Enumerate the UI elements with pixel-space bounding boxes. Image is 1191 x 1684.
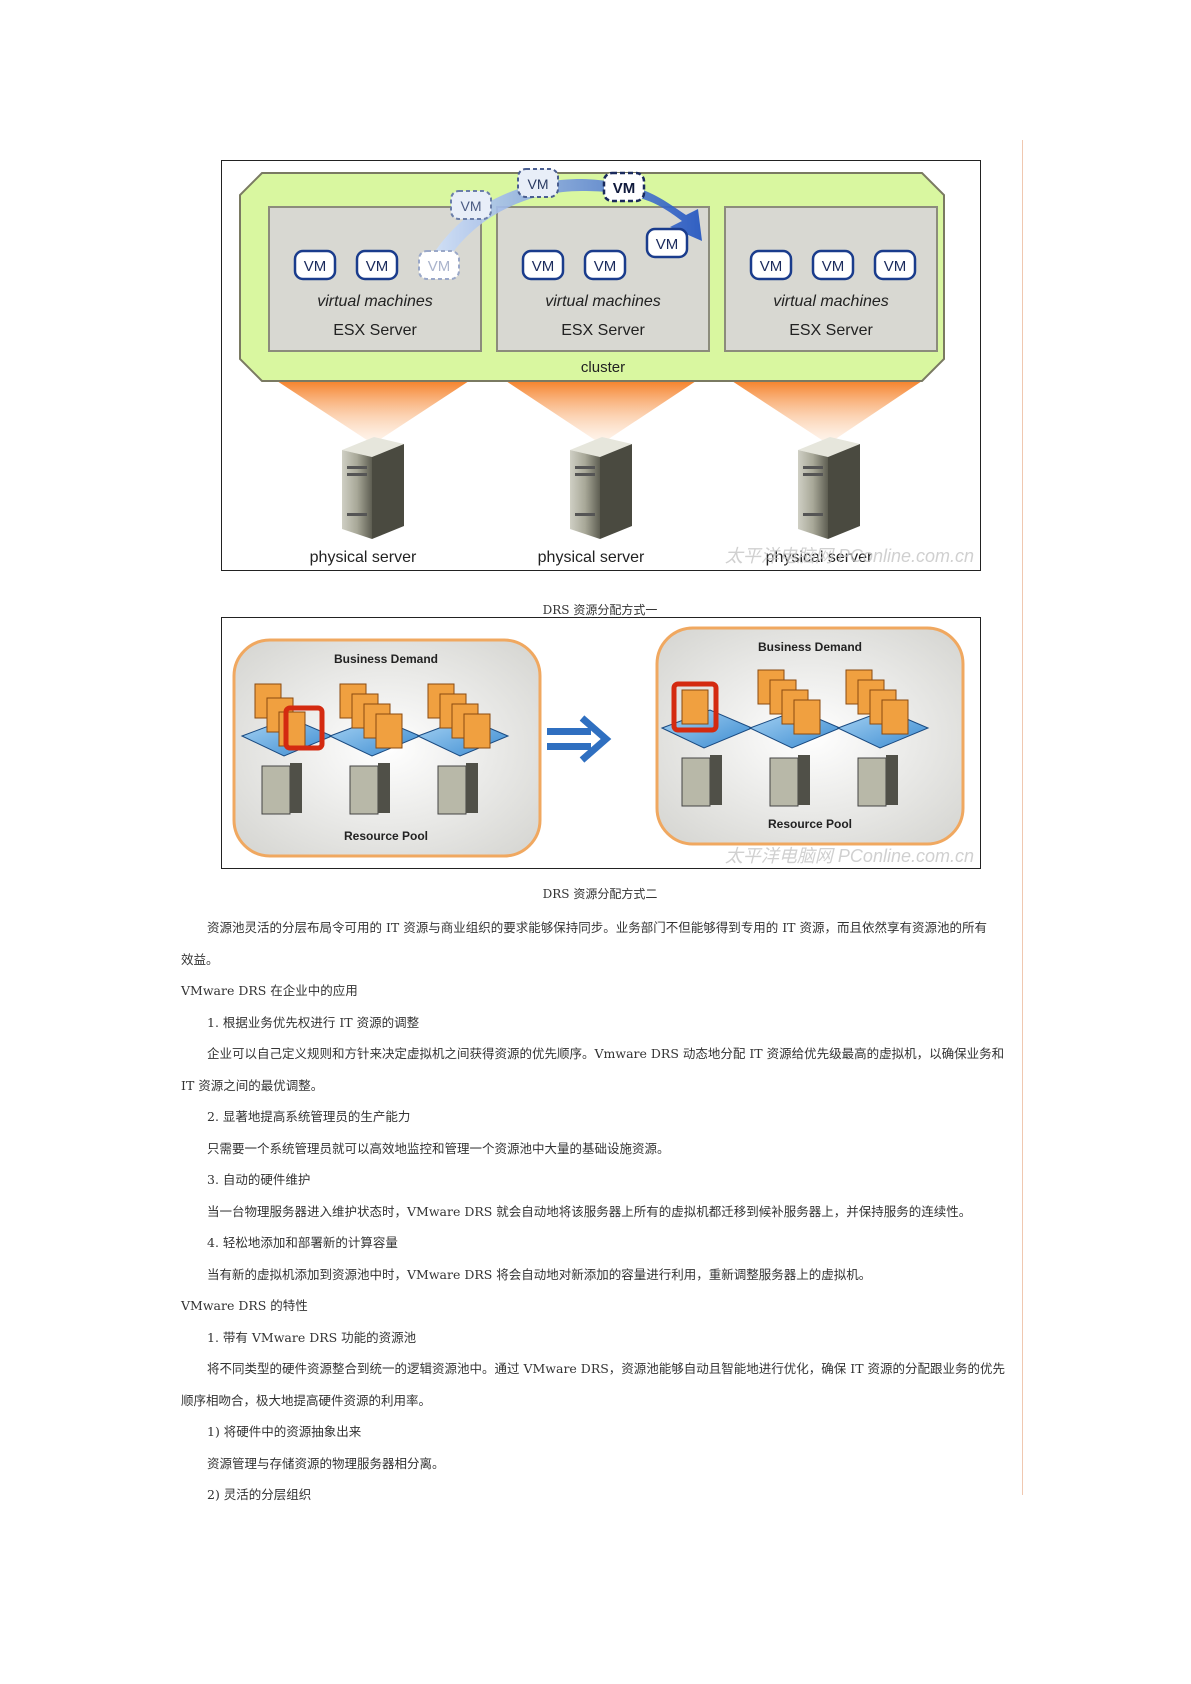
drs-figure-2: Business Demand Resource Pool Business D… [221,617,981,869]
svg-text:ESX Server: ESX Server [561,322,645,339]
figure-1-caption: DRS 资源分配方式一 [542,603,658,617]
svg-text:VM: VM [656,236,679,253]
svg-text:VM: VM [366,258,389,275]
stack-before-1 [240,683,334,815]
vm-icon-migrating [602,171,646,203]
figure-2-caption: DRS 资源分配方式二 [542,887,658,901]
svg-text:ESX Server: ESX Server [333,322,417,339]
svg-text:virtual machines: virtual machines [773,293,889,310]
svg-text:VM: VM [594,258,617,275]
physical-server-3 [798,437,860,539]
svg-text:VM: VM [528,176,549,192]
svg-text:VM: VM [760,258,783,275]
vm-icon [355,249,399,281]
svg-text:Business Demand: Business Demand [334,652,438,666]
svg-text:VM: VM [532,258,555,275]
svg-text:Resource Pool: Resource Pool [768,817,852,831]
paragraph: 3. 自动的硬件维护 [207,1172,311,1187]
vm-icon-migrating [450,190,492,220]
paragraph: 1. 带有 VMware DRS 功能的资源池 [207,1329,417,1345]
physical-server-1 [342,437,404,539]
transition-arrow [547,715,612,763]
paragraph: 资源池灵活的分层布局令可用的 IT 资源与商业组织的要求能够保持同步。业务部门不… [207,920,987,935]
svg-text:VM: VM [822,258,845,275]
migration-arc [434,179,702,261]
paragraph: IT 资源之间的最优调整。 [181,1077,324,1093]
drs-figure-1: VM VM VM VM VM VM VM VM VM VM VM VM virt… [221,160,981,571]
stack-after-1 [660,681,754,807]
vm-icon [811,249,855,281]
beam-right [732,381,922,444]
vm-icon-arrived [645,227,689,259]
vm-icon-migrating [517,168,559,198]
svg-text:VM: VM [461,198,482,214]
paragraph: 资源管理与存储资源的物理服务器相分离。 [207,1455,445,1471]
svg-text:Business Demand: Business Demand [758,640,862,654]
svg-text:ESX Server: ESX Server [789,322,873,339]
beam-left [277,381,469,444]
svg-text:cluster: cluster [581,359,625,376]
body-text: 资源池灵活的分层布局令可用的 IT 资源与商业组织的要求能够保持同步。业务部门不… [181,912,1021,1511]
highlighted-vm [671,681,719,733]
svg-text:太平洋电脑网 PConline.com.cn: 太平洋电脑网 PConline.com.cn [725,546,974,566]
svg-text:physical server: physical server [310,549,417,566]
svg-text:VM: VM [304,258,327,275]
highlighted-vm [283,705,325,751]
stack-before-3 [416,683,510,815]
physical-server-2 [570,437,632,539]
vm-icon [293,249,337,281]
svg-text:physical server: physical server [538,549,645,566]
vm-icon [583,249,627,281]
vm-icon [873,249,917,281]
paragraph: 企业可以自己定义规则和方针来决定虚拟机之间获得资源的优先顺序。Vmware DR… [207,1046,1005,1061]
svg-text:VM: VM [428,258,451,275]
page-margin-rule [1022,140,1023,1495]
paragraph: 2) 灵活的分层组织 [207,1487,312,1502]
paragraph: 当有新的虚拟机添加到资源池中时，VMware DRS 将会自动地对新添加的容量进… [207,1266,872,1282]
paragraph: 4. 轻松地添加和部署新的计算容量 [207,1235,398,1250]
paragraph: 1) 将硬件中的资源抽象出来 [207,1424,362,1439]
svg-text:virtual machines: virtual machines [317,293,433,310]
paragraph: 将不同类型的硬件资源整合到统一的逻辑资源池中。通过 VMware DRS，资源池… [207,1361,1006,1376]
svg-text:Resource Pool: Resource Pool [344,829,428,843]
paragraph: VMware DRS 在企业中的应用 [181,983,358,998]
paragraph: 当一台物理服务器进入维护状态时，VMware DRS 就会自动地将该服务器上所有… [207,1203,972,1219]
paragraph: 顺序相吻合，极大地提高硬件资源的利用率。 [181,1392,432,1408]
stack-after-3 [836,669,930,807]
paragraph: 1. 根据业务优先权进行 IT 资源的调整 [207,1014,420,1030]
svg-text:VM: VM [613,180,636,197]
vm-icon [521,249,565,281]
svg-text:VM: VM [884,258,907,275]
paragraph: VMware DRS 的特性 [181,1298,308,1313]
paragraph: 只需要一个系统管理员就可以高效地监控和管理一个资源池中大量的基础设施资源。 [207,1140,670,1156]
paragraph: 2. 显著地提高系统管理员的生产能力 [207,1109,411,1124]
vm-icon-ghost [418,250,460,280]
svg-text:virtual machines: virtual machines [545,293,661,310]
vm-icon [749,249,793,281]
svg-text:physical server: physical server [766,549,873,566]
paragraph: 效益。 [181,951,219,967]
beam-middle [506,381,696,444]
svg-text:太平洋电脑网 PConline.com.cn: 太平洋电脑网 PConline.com.cn [725,846,974,866]
